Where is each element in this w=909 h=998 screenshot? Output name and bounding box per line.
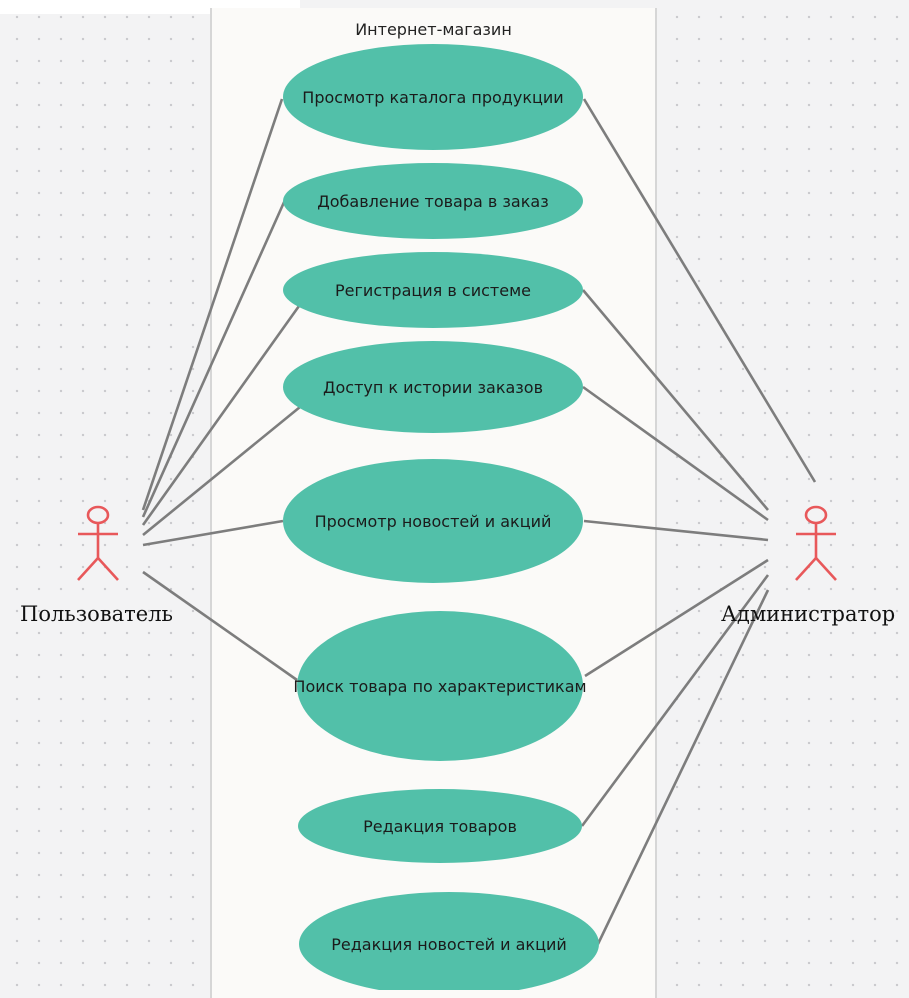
use-case-label: Поиск товара по характеристикам bbox=[293, 677, 586, 696]
use-case-0[interactable]: Просмотр каталога продукции bbox=[283, 44, 583, 150]
use-case-label: Регистрация в системе bbox=[335, 281, 531, 300]
association-lines bbox=[141, 98, 817, 945]
use-case-label: Просмотр новостей и акций bbox=[315, 512, 552, 531]
use-case-6[interactable]: Редакция товаров bbox=[298, 789, 582, 863]
association-user-3 bbox=[142, 405, 301, 537]
association-admin-7 bbox=[596, 589, 770, 945]
use-case-7[interactable]: Редакция новостей и акций bbox=[299, 892, 599, 990]
association-user-5 bbox=[142, 570, 298, 682]
association-user-0 bbox=[141, 98, 284, 511]
association-admin-3 bbox=[582, 385, 769, 522]
association-admin-4 bbox=[583, 519, 769, 542]
stick-figure-icon bbox=[795, 505, 837, 581]
actor-admin[interactable] bbox=[795, 505, 837, 581]
association-admin-5 bbox=[584, 558, 769, 678]
use-case-5[interactable]: Поиск товара по характеристикам bbox=[293, 611, 587, 761]
use-case-label: Просмотр каталога продукции bbox=[302, 88, 563, 107]
association-user-1 bbox=[141, 199, 287, 518]
use-case-1[interactable]: Добавление товара в заказ bbox=[283, 163, 583, 239]
actor-user-label: Пользователь bbox=[20, 602, 173, 626]
use-case-label: Редакция товаров bbox=[363, 817, 517, 836]
use-case-4[interactable]: Просмотр новостей и акций bbox=[283, 459, 583, 583]
system-title: Интернет-магазин bbox=[355, 20, 512, 39]
use-cases: Просмотр каталога продукции Добавление т… bbox=[283, 44, 599, 990]
use-case-2[interactable]: Регистрация в системе bbox=[283, 252, 583, 328]
use-case-label: Доступ к истории заказов bbox=[323, 378, 543, 397]
stick-figure-icon bbox=[77, 505, 119, 581]
association-user-4 bbox=[142, 519, 284, 547]
actor-admin-label: Администратор bbox=[721, 602, 896, 626]
association-admin-2 bbox=[582, 289, 769, 511]
association-user-2 bbox=[141, 305, 301, 526]
association-admin-6 bbox=[580, 574, 770, 827]
actor-user[interactable] bbox=[77, 505, 119, 581]
use-case-label: Добавление товара в заказ bbox=[317, 192, 548, 211]
association-admin-0 bbox=[582, 98, 817, 483]
use-case-label: Редакция новостей и акций bbox=[331, 935, 567, 954]
use-case-3[interactable]: Доступ к истории заказов bbox=[283, 341, 583, 433]
